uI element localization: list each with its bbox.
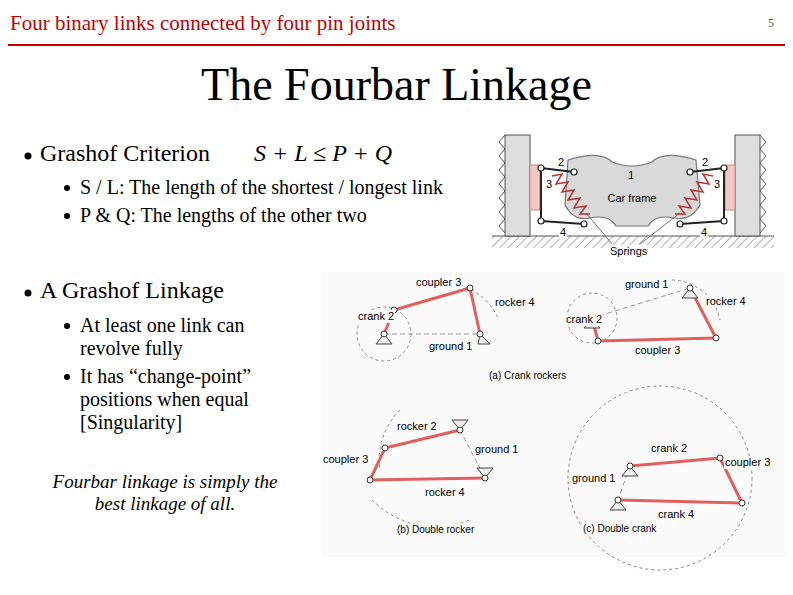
header-rule xyxy=(8,44,785,46)
link-label: ground 1 xyxy=(474,443,519,456)
link-label: ground 1 xyxy=(428,340,473,353)
link-label: ground 1 xyxy=(624,278,669,291)
link-label: crank 2 xyxy=(565,313,603,326)
link-label: rocker 4 xyxy=(424,486,466,499)
callout-number: 4 xyxy=(700,226,708,239)
callout-number: 1 xyxy=(628,169,634,182)
formula: S + L ≤ P + Q xyxy=(254,140,392,168)
bullets xyxy=(25,153,71,381)
link-label: ground 1 xyxy=(571,472,616,485)
node-text: Car frame xyxy=(608,192,657,204)
sub-bullet-text: S / L: The length of the shortest / long… xyxy=(80,176,443,199)
figure-caption: (a) Crank rockers xyxy=(488,370,567,382)
link-label: coupler 3 xyxy=(415,276,462,289)
link-label: coupler 3 xyxy=(322,453,369,466)
sub-bullet-text: At least one link can revolve fully xyxy=(80,314,285,360)
page-number: 5 xyxy=(768,17,774,31)
link-label: crank 2 xyxy=(357,310,395,323)
callout-number: 3 xyxy=(545,178,553,191)
link-label: crank 4 xyxy=(657,508,695,521)
slide-title: The Fourbar Linkage xyxy=(0,58,793,111)
callout-number: 2 xyxy=(557,156,565,169)
suspension-figure xyxy=(492,135,774,248)
frame-region: Car frame xyxy=(592,188,672,208)
link-label: coupler 3 xyxy=(634,344,681,357)
sub-bullet-text: It has “change-point” positions when equ… xyxy=(80,365,285,434)
double-crank-figure xyxy=(568,386,752,570)
link-label: rocker 2 xyxy=(396,420,438,433)
callout-number: 3 xyxy=(713,178,721,191)
link-label: rocker 4 xyxy=(705,295,747,308)
note-text: Fourbar linkage is simply the best linka… xyxy=(35,471,295,515)
slide-header: Four binary links connected by four pin … xyxy=(10,11,396,35)
crank-rocker-figure xyxy=(357,285,498,361)
figure-caption: (b) Double rocker xyxy=(396,524,475,536)
callout-number: 4 xyxy=(559,226,567,239)
callout-number: 2 xyxy=(701,156,709,169)
bullet-text: A Grashof Linkage xyxy=(40,277,224,305)
link-label: coupler 3 xyxy=(724,456,771,469)
double-rocker-figure xyxy=(367,410,493,527)
figure-ground xyxy=(322,272,787,557)
link-label: crank 2 xyxy=(650,442,688,455)
sub-bullet-text: P & Q: The lengths of the other two xyxy=(80,204,367,227)
figure-caption: (c) Double crank xyxy=(582,523,657,535)
part-label: Springs xyxy=(609,245,648,258)
bullet-text: Grashof Criterion xyxy=(40,140,210,168)
link-label: rocker 4 xyxy=(494,296,536,309)
